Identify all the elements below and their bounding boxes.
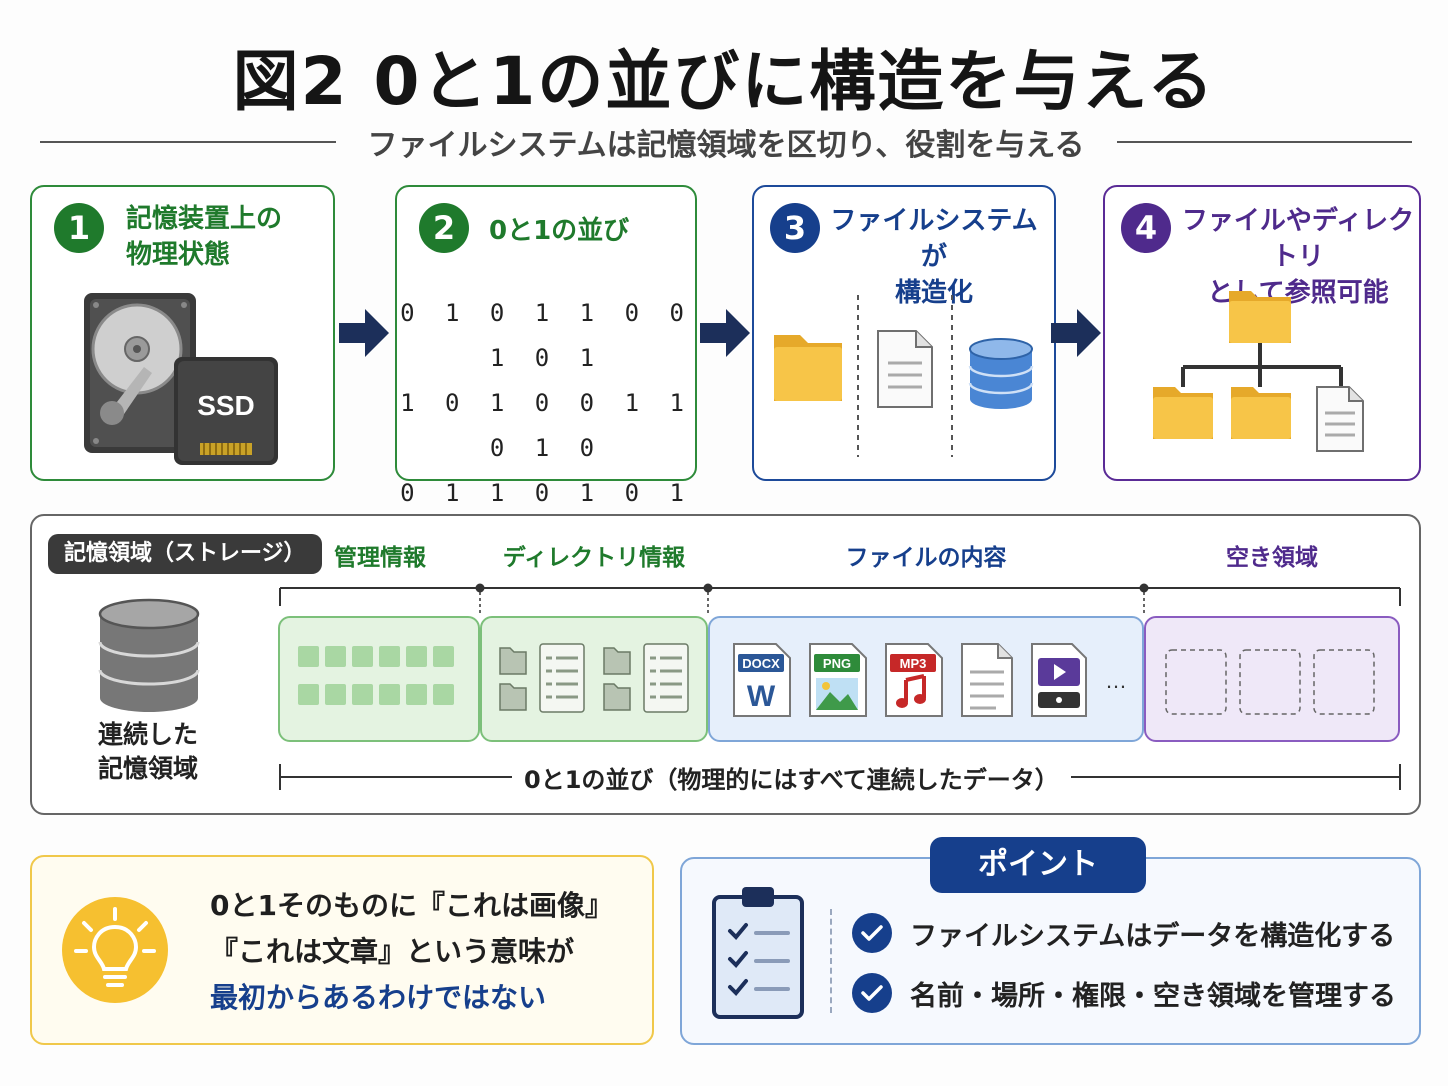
storage-caption-line2: 記憶領域 (97, 754, 198, 783)
svg-text:PNG: PNG (823, 656, 851, 671)
key-point-1-text: ファイルシステムはデータを構造化する (910, 920, 1396, 952)
management-blocks-icon (298, 646, 454, 705)
step-1-label-line1: 記憶装置上の (126, 204, 283, 234)
file-type-icons: DOCX W PNG MP3 (733, 643, 1127, 717)
step-3-number: 3 (770, 203, 820, 253)
check-icon (852, 973, 892, 1013)
database-icon (968, 338, 1034, 409)
storage-layout-panel: 記憶領域（ストレージ） 連続した 記憶領域 管理情報 ディレクトリ情報 ファイル… (30, 514, 1421, 815)
segment-management (278, 616, 480, 742)
arrow-right-icon (1051, 309, 1101, 357)
key-points-badge: ポイント (930, 837, 1146, 893)
folder-icon (1231, 387, 1291, 439)
docx-file-icon: DOCX W (733, 643, 791, 717)
document-icon (1316, 386, 1364, 452)
step-1-label: 記憶装置上の 物理状態 (126, 201, 282, 273)
key-point-2-text: 名前・場所・権限・空き領域を管理する (910, 980, 1396, 1012)
step-2-label: 0と1の並び (489, 216, 630, 246)
insight-line-2: 『これは文章』という意味が (210, 935, 575, 968)
segment-label-management: 管理情報 (334, 545, 426, 571)
insight-line-1: 0と1そのものに『これは画像』 (210, 889, 613, 922)
svg-text:W: W (747, 680, 776, 713)
segment-file-content: DOCX W PNG MP3 (708, 616, 1144, 742)
insight-text: 0と1そのものに『これは画像』 『これは文章』という意味が 最初からあるわけでは… (210, 883, 613, 1021)
segment-free-space (1144, 616, 1400, 742)
folder-icon (774, 335, 842, 401)
storage-database-icon (98, 598, 200, 712)
svg-text:DOCX: DOCX (742, 656, 780, 671)
segment-label-directory: ディレクトリ情報 (502, 545, 686, 571)
page-title: 図2 0と1の並びに構造を与える (232, 43, 1216, 120)
segment-directory (480, 616, 708, 742)
hdd-ssd-icon: SSD (84, 293, 278, 465)
step-1-label-line2: 物理状態 (126, 240, 231, 270)
step-4-number: 4 (1121, 203, 1171, 253)
arrow-right-icon (700, 309, 750, 357)
insight-line-3: 最初からあるわけではない (210, 981, 547, 1014)
document-icon (877, 330, 933, 408)
more-files-ellipsis: … (1105, 668, 1127, 693)
bit-row-1: 0 1 0 1 1 0 0 1 0 1 (400, 299, 692, 372)
subtitle-rule-left (40, 141, 336, 143)
storage-caption: 連続した 記憶領域 (78, 718, 218, 786)
check-icon (852, 913, 892, 953)
key-points-panel: ポイント ファイルシステムはデータを構造化する 名前・場所・権限・空き領域を管理… (680, 837, 1421, 1045)
png-file-icon: PNG (809, 643, 867, 717)
directory-tree-icon (1153, 291, 1364, 452)
storage-badge: 記憶領域（ストレージ） (48, 534, 322, 574)
step-3-label-line2: 構造化 (894, 278, 973, 308)
structured-items (774, 295, 1034, 457)
svg-text:MP3: MP3 (900, 656, 927, 671)
lightbulb-icon (62, 897, 168, 1003)
step-1-physical-state: 1 記憶装置上の 物理状態 SSD (30, 185, 335, 481)
subtitle-rule-right (1116, 141, 1412, 143)
step-3-label-line1: ファイルシステムが (830, 206, 1038, 272)
arrow-right-icon (339, 309, 389, 357)
video-file-icon (1031, 643, 1087, 717)
subtitle: ファイルシステムは記憶領域を区切り、役割を与える (367, 128, 1085, 163)
key-point-1: ファイルシステムはデータを構造化する (852, 911, 1395, 955)
step-4-browsable: 4 ファイルやディレクトリ として参照可能 (1103, 185, 1421, 481)
sequence-label: 0と1の並び（物理的にはすべて連続したデータ） (512, 760, 1071, 795)
insight-panel: 0と1そのものに『これは画像』 『これは文章』という意味が 最初からあるわけでは… (30, 855, 654, 1045)
step-2-number: 2 (419, 203, 469, 253)
segment-bracket (279, 583, 1401, 614)
root-folder-icon (1229, 291, 1291, 343)
segment-label-file-content: ファイルの内容 (845, 545, 1007, 571)
key-points-divider (830, 909, 832, 1013)
step-1-number: 1 (54, 203, 104, 253)
step-2-bit-sequence: 2 0と1の並び 0 1 0 1 1 0 0 1 0 1 1 0 1 0 0 1… (395, 185, 697, 597)
folder-icon (1153, 387, 1213, 439)
key-point-2: 名前・場所・権限・空き領域を管理する (852, 971, 1396, 1015)
directory-entries-icon (499, 643, 689, 713)
step-3-label: ファイルシステムが 構造化 (828, 203, 1040, 311)
segment-label-free-space: 空き領域 (1226, 545, 1318, 571)
ssd-label: SSD (197, 390, 255, 421)
free-blocks-icon (1165, 649, 1375, 715)
clipboard-checklist-icon (712, 887, 804, 1019)
step-4-label-line1: ファイルやディレクトリ (1181, 206, 1415, 272)
bit-row-2: 1 0 1 0 0 1 1 0 1 0 (400, 389, 692, 462)
text-file-icon (961, 643, 1013, 717)
mp3-file-icon: MP3 (885, 643, 943, 717)
subtitle-row: ファイルシステムは記憶領域を区切り、役割を与える (40, 122, 1412, 163)
step-3-file-system: 3 ファイルシステムが 構造化 (752, 185, 1056, 481)
storage-caption-line1: 連続した (97, 720, 198, 749)
